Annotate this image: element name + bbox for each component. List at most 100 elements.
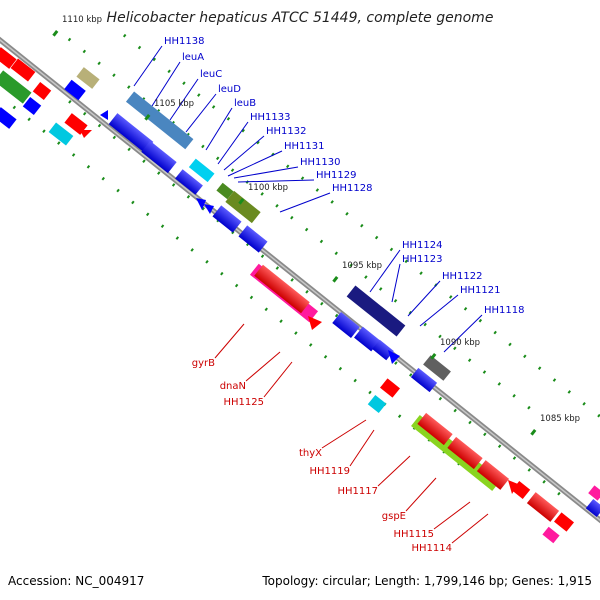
tick-mark [182, 81, 186, 85]
tick-mark [389, 247, 394, 252]
scale-ticks [12, 33, 600, 496]
forward-gene-label: leuC [200, 69, 222, 80]
tick-mark [275, 203, 279, 208]
tick-mark [275, 266, 280, 270]
leader-line [433, 501, 471, 530]
tick-mark [127, 147, 131, 152]
reverse-genes-cluster-2 [367, 378, 600, 544]
tick-mark [294, 331, 298, 335]
tick-mark [523, 354, 527, 359]
tick-mark [290, 215, 294, 220]
leader-line [214, 323, 245, 359]
leader-line [227, 150, 283, 177]
reverse-gene-label: thyX [299, 448, 322, 459]
leader-line [279, 192, 331, 213]
tick-mark [368, 390, 372, 395]
leader-line [451, 513, 489, 544]
tick-mark [112, 135, 117, 140]
scale-tick [430, 353, 437, 360]
leader-line [407, 280, 441, 317]
tick-mark [453, 408, 457, 413]
tick-mark [552, 378, 557, 382]
leader-line [443, 314, 483, 353]
leader-line [377, 455, 411, 487]
tick-mark [279, 319, 283, 323]
tick-mark [101, 176, 105, 181]
reverse-gene-label: dnaN [220, 381, 246, 392]
edge-features-left [0, 47, 108, 146]
tick-mark [542, 480, 546, 484]
leader-line [245, 351, 281, 382]
tick-mark [160, 224, 165, 228]
tick-mark [116, 188, 120, 193]
reverse-gene-label: gyrB [192, 358, 215, 369]
tick-mark [82, 49, 87, 54]
genome-backbone [0, 36, 600, 524]
tick-mark [220, 271, 224, 276]
leader-line [233, 166, 299, 179]
forward-gene-label: HH1124 [402, 240, 443, 251]
tick-mark [71, 153, 76, 157]
genome-summary-text: Topology: circular; Length: 1,799,146 bp… [262, 574, 592, 588]
tick-mark [567, 390, 571, 394]
tick-mark [467, 358, 472, 362]
tick-mark [360, 223, 364, 228]
tick-mark [527, 468, 531, 472]
tick-mark [582, 401, 586, 406]
tick-mark [419, 271, 423, 275]
tick-mark [260, 192, 264, 196]
tick-mark [497, 444, 502, 448]
tick-mark [338, 366, 343, 371]
tick-mark [334, 251, 338, 256]
leader-line [237, 179, 315, 183]
tick-mark [309, 343, 313, 347]
forward-gene-label: HH1133 [250, 112, 291, 123]
tick-mark [364, 275, 368, 279]
leader-line [391, 263, 401, 303]
tick-mark [349, 263, 353, 267]
forward-gene-label: leuB [234, 98, 256, 109]
tick-mark [453, 346, 457, 351]
tick-mark [127, 85, 131, 89]
forward-gene-label: HH1131 [284, 141, 325, 152]
tick-mark [97, 61, 101, 66]
tick-mark [330, 200, 334, 204]
forward-gene-label: leuD [218, 84, 241, 95]
tick-mark [482, 370, 487, 374]
tick-mark [122, 33, 127, 38]
tick-mark [334, 313, 339, 318]
leader-line [151, 61, 181, 107]
tick-mark [234, 283, 239, 288]
tick-mark [290, 278, 294, 282]
scale-label: 1100 kbp [248, 183, 288, 193]
gene-label-leaders [133, 45, 489, 544]
scale-label: 1090 kbp [440, 338, 480, 348]
tick-mark [557, 491, 561, 496]
tick-mark [260, 254, 265, 258]
tick-mark [145, 212, 150, 217]
tick-mark [190, 248, 194, 252]
tick-mark [394, 361, 398, 365]
forward-gene-label: HH1130 [300, 157, 341, 168]
reverse-gene-label: HH1115 [394, 529, 435, 540]
scale-tick [238, 197, 245, 205]
tick-mark [112, 73, 116, 77]
forward-gene-label: HH1138 [164, 36, 205, 47]
tick-mark [497, 382, 501, 386]
tick-mark [131, 200, 135, 205]
leader-line [349, 429, 375, 467]
leader-line [369, 249, 401, 293]
reverse-gene-label: gspE [382, 511, 406, 522]
tick-mark [201, 206, 205, 211]
tick-mark [226, 117, 231, 121]
tick-mark [478, 318, 483, 323]
tick-mark [438, 334, 442, 339]
tick-mark [68, 100, 72, 104]
tick-mark [320, 301, 324, 306]
tick-mark [393, 299, 398, 303]
tick-mark [249, 295, 254, 300]
tick-mark [197, 93, 201, 97]
tick-mark [449, 295, 453, 299]
